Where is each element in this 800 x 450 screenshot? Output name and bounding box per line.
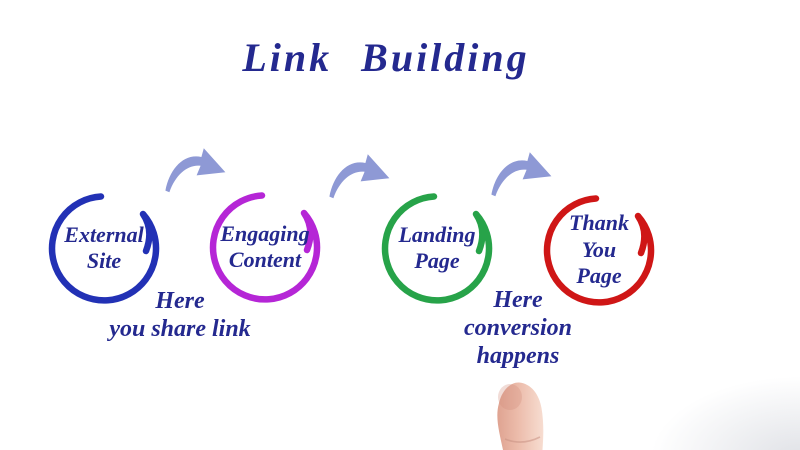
annotation-line: Here bbox=[493, 287, 543, 313]
node-label: Landing Page bbox=[384, 188, 490, 308]
node-label-line: Content bbox=[228, 247, 302, 272]
hand-blur bbox=[630, 365, 800, 450]
curved-arrow-icon bbox=[329, 154, 390, 199]
node-landing-page: Landing Page bbox=[380, 188, 500, 308]
annotation-share-link: Here you share link bbox=[95, 287, 265, 343]
node-label-line: Landing bbox=[398, 221, 476, 247]
node-label-line: You bbox=[581, 236, 617, 262]
brush-circle-icon bbox=[209, 192, 321, 303]
annotation-line: you share link bbox=[109, 316, 251, 343]
pointing-finger bbox=[497, 382, 544, 450]
curved-arrow-icon bbox=[491, 152, 552, 197]
node-label-line: Site bbox=[86, 248, 122, 273]
node-label: Thank You Page bbox=[546, 190, 652, 310]
node-label: Engaging Content bbox=[212, 187, 318, 307]
node-engaging-content: Engaging Content bbox=[208, 187, 328, 307]
node-label-line: External bbox=[64, 221, 144, 247]
annotation-line: Here bbox=[155, 288, 205, 314]
annotation-line: conversion bbox=[464, 315, 572, 342]
annotation-conversion: Here conversion happens bbox=[442, 286, 594, 370]
node-label-line: Thank bbox=[569, 210, 629, 236]
annotation-line: happens bbox=[476, 343, 560, 370]
node-label: External Site bbox=[51, 188, 157, 308]
node-thank-you-page: Thank You Page bbox=[542, 190, 662, 310]
brush-circle-icon bbox=[543, 195, 655, 306]
node-label-line: Page bbox=[414, 248, 460, 273]
brush-circle-icon bbox=[381, 193, 493, 304]
node-external-site: External Site bbox=[47, 188, 167, 308]
brush-circle-icon bbox=[48, 193, 160, 304]
page-title: Link Building bbox=[242, 35, 530, 80]
node-label-line: Page bbox=[576, 263, 622, 289]
node-label-line: Engaging bbox=[220, 220, 310, 246]
curved-arrow-icon bbox=[165, 148, 226, 193]
